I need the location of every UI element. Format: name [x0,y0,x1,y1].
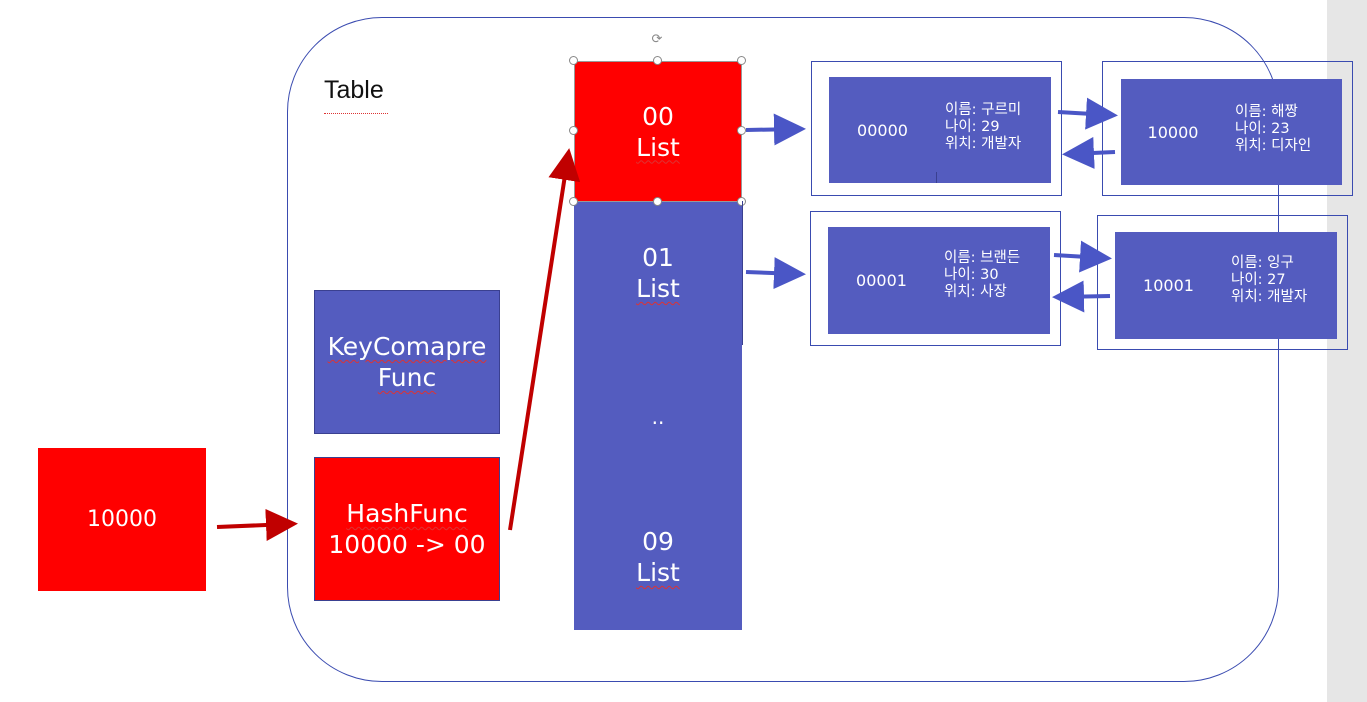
key-compare-box: KeyComapre Func [314,290,500,434]
node-fields: 이름: 브랜든 나이: 30 위치: 사장 [944,250,1020,301]
list-node: 00000 이름: 구르미 나이: 29 위치: 개발자 [829,77,1051,183]
hash-func-line2: 10000 -> 00 [328,530,486,559]
node-name: 이름: 해짱 [1235,104,1298,120]
bucket-00-label: List [636,132,680,162]
resize-handle[interactable] [653,197,662,206]
node-id: 00000 [857,120,908,140]
bucket-09-index: 09 [642,527,674,556]
node-position: 위치: 개발자 [1231,289,1308,305]
node-age: 나이: 23 [1235,121,1290,137]
bucket-ellipsis-text: .. [651,405,665,429]
table-label: Table [324,76,384,104]
input-key-box: 10000 [38,448,206,591]
node-fields: 이름: 구르미 나이: 29 위치: 개발자 [945,102,1021,153]
bucket-09: 09 List [574,522,742,592]
list-node: 00001 이름: 브랜든 나이: 30 위치: 사장 [828,227,1050,334]
node-id: 00001 [856,271,907,290]
node-fields: 이름: 잉구 나이: 27 위치: 개발자 [1231,255,1307,306]
list-node: 10001 이름: 잉구 나이: 27 위치: 개발자 [1115,232,1337,339]
list-node: 10000 이름: 해짱 나이: 23 위치: 디자인 [1121,79,1342,185]
bucket-01-edge [742,201,743,345]
hash-func-box: HashFunc 10000 -> 00 [314,457,500,601]
resize-handle[interactable] [737,126,746,135]
key-compare-line2: Func [377,363,437,392]
selection-box [574,61,742,202]
resize-handle[interactable] [653,56,662,65]
node-position: 위치: 개발자 [945,136,1022,152]
node-age: 나이: 27 [1231,272,1286,288]
node-divider [936,172,937,183]
bucket-09-label: List [636,558,680,587]
bucket-01-index: 01 [642,243,674,272]
node-outline-00000 [811,61,1062,196]
bucket-01: 01 List [574,238,742,308]
arrow-key-to-hash [216,508,298,541]
node-name: 이름: 브랜든 [944,250,1021,266]
node-age: 나이: 30 [944,267,999,283]
key-compare-line1: KeyComapre [327,332,487,361]
bucket-column [574,201,742,630]
node-age: 나이: 29 [945,119,1000,135]
node-position: 위치: 디자인 [1235,138,1312,154]
node-outline-10001 [1097,215,1348,350]
node-id: 10000 [1147,122,1199,142]
node-id: 10001 [1143,276,1194,295]
resize-handle[interactable] [737,197,746,206]
bucket-00[interactable]: 00 List [574,61,742,202]
bucket-ellipsis: .. [574,405,742,429]
node-fields: 이름: 해짱 나이: 23 위치: 디자인 [1235,104,1311,155]
table-label-underline [324,110,388,114]
resize-handle[interactable] [737,56,746,65]
resize-handle[interactable] [569,126,578,135]
rotate-handle-icon[interactable]: ⟳ [651,32,663,47]
node-name: 이름: 잉구 [1231,255,1294,271]
node-outline-00001 [810,211,1061,346]
input-key-text: 10000 [87,507,157,532]
hash-func-line1: HashFunc [346,499,468,528]
resize-handle[interactable] [569,197,578,206]
resize-handle[interactable] [569,56,578,65]
bucket-01-label: List [636,274,680,303]
node-name: 이름: 구르미 [945,102,1022,118]
bucket-00-index: 00 [642,101,674,131]
node-position: 위치: 사장 [944,284,1007,300]
